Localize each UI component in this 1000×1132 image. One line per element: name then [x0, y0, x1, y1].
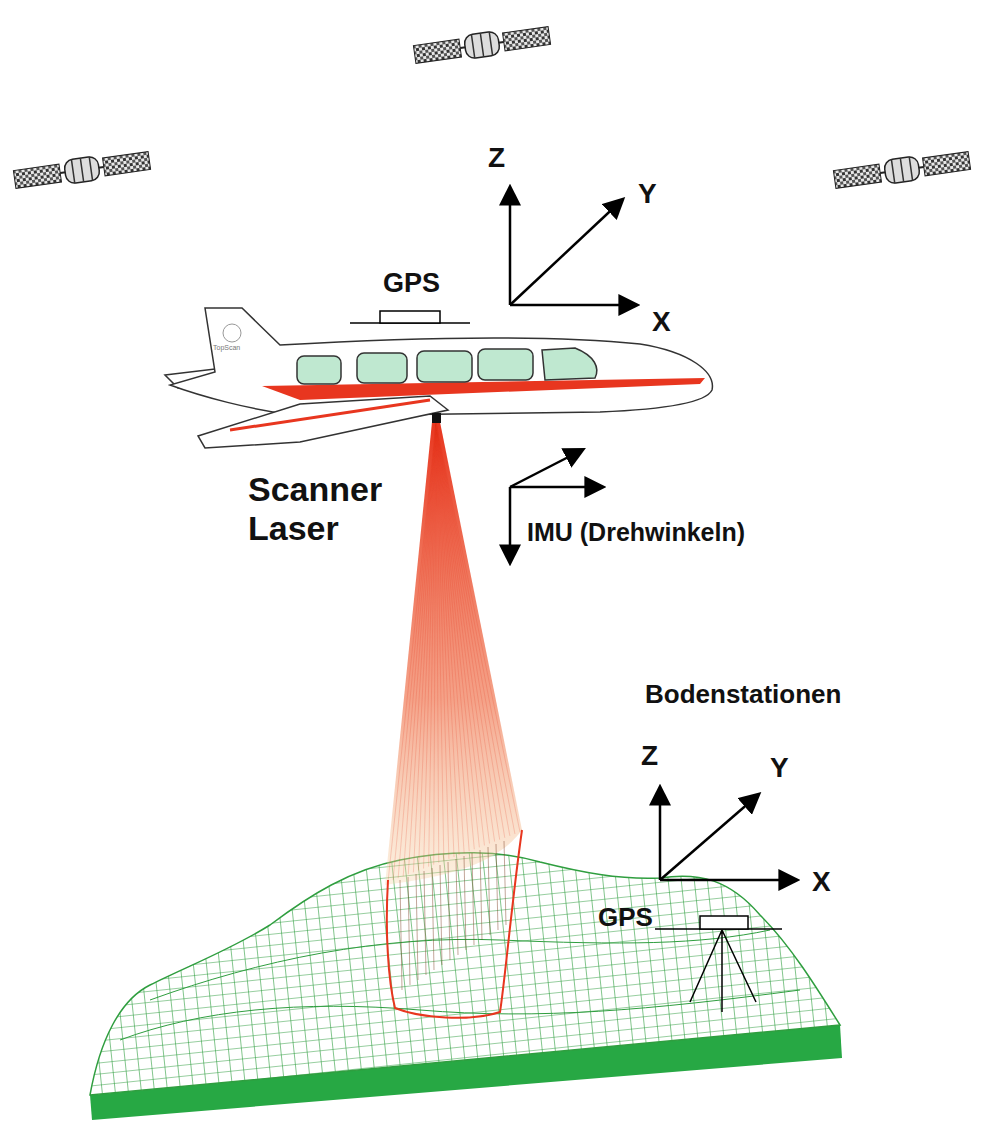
beam-ray: [436, 423, 520, 832]
scanner-label: Scanner Laser: [248, 470, 418, 548]
gps-label: GPS: [598, 903, 653, 933]
logo-text: TopScan: [213, 344, 240, 352]
beam-ray: [436, 423, 490, 844]
laser-fan: [385, 422, 522, 885]
scan-point-trace: [440, 865, 442, 965]
beam-ray: [388, 423, 436, 882]
fuselage: [170, 308, 712, 416]
station-label: Bodenstationen: [645, 680, 841, 710]
scan-point-trace: [408, 877, 410, 985]
axis-label: Y: [770, 752, 789, 784]
beam-ray: [418, 423, 436, 870]
scan-point-trace: [504, 841, 506, 925]
beam-ray: [398, 423, 436, 878]
axis-label: X: [652, 306, 671, 338]
beam-ray: [436, 423, 510, 836]
scan-point-trace: [432, 868, 434, 970]
scan-point-trace: [472, 853, 474, 945]
beam-ray: [413, 423, 436, 872]
satellite: [833, 149, 971, 192]
scan-footprint: [387, 830, 522, 1018]
beam-ray: [436, 423, 515, 834]
beam-ray: [424, 423, 436, 869]
beam-ray: [436, 423, 505, 838]
satellite: [13, 149, 151, 192]
beam-ray: [393, 423, 436, 880]
beam-ray: [436, 423, 500, 840]
beam-ray: [436, 423, 469, 851]
beam-ray: [403, 423, 436, 876]
beam-ray: [436, 423, 464, 853]
beam-ray: [436, 423, 484, 845]
beam-ray: [429, 423, 436, 867]
cockpit-window: [542, 348, 597, 380]
beam-ray: [436, 423, 479, 847]
satellite: [413, 24, 551, 67]
aircraft-axes: [510, 188, 636, 305]
axis-label: Y: [638, 178, 657, 210]
scan-point-trace: [464, 856, 466, 950]
aircraft: [165, 308, 712, 448]
window: [417, 351, 472, 382]
ground-gps: [655, 916, 782, 1012]
beam-ray: [408, 423, 436, 874]
axis-label: Z: [641, 740, 658, 772]
gps-label: GPS: [383, 268, 440, 299]
scan-point-trace: [456, 859, 458, 955]
scan-point-trace: [416, 874, 418, 980]
wing: [198, 396, 448, 448]
aircraft-gps: [350, 311, 470, 323]
window: [297, 356, 341, 384]
axis-label: X: [812, 866, 831, 898]
scan-point-trace: [448, 862, 450, 960]
imu-label: IMU (Drehwinkeln): [527, 518, 745, 547]
scan-point-trace: [488, 847, 490, 935]
beam-ray: [434, 423, 436, 865]
window: [357, 353, 407, 383]
laser-beam: [385, 422, 522, 990]
scan-point-trace: [480, 850, 482, 940]
scan-point-trace: [424, 871, 426, 975]
window: [478, 349, 533, 380]
beam-ray: [436, 423, 495, 842]
axis-label: Z: [488, 142, 505, 174]
terrain-mesh: [90, 853, 840, 1095]
terrain: [90, 853, 842, 1120]
scan-point-trace: [400, 880, 402, 990]
scanner-unit: [432, 413, 441, 423]
scan-point-trace: [496, 844, 498, 930]
ground-axes: [660, 788, 796, 880]
